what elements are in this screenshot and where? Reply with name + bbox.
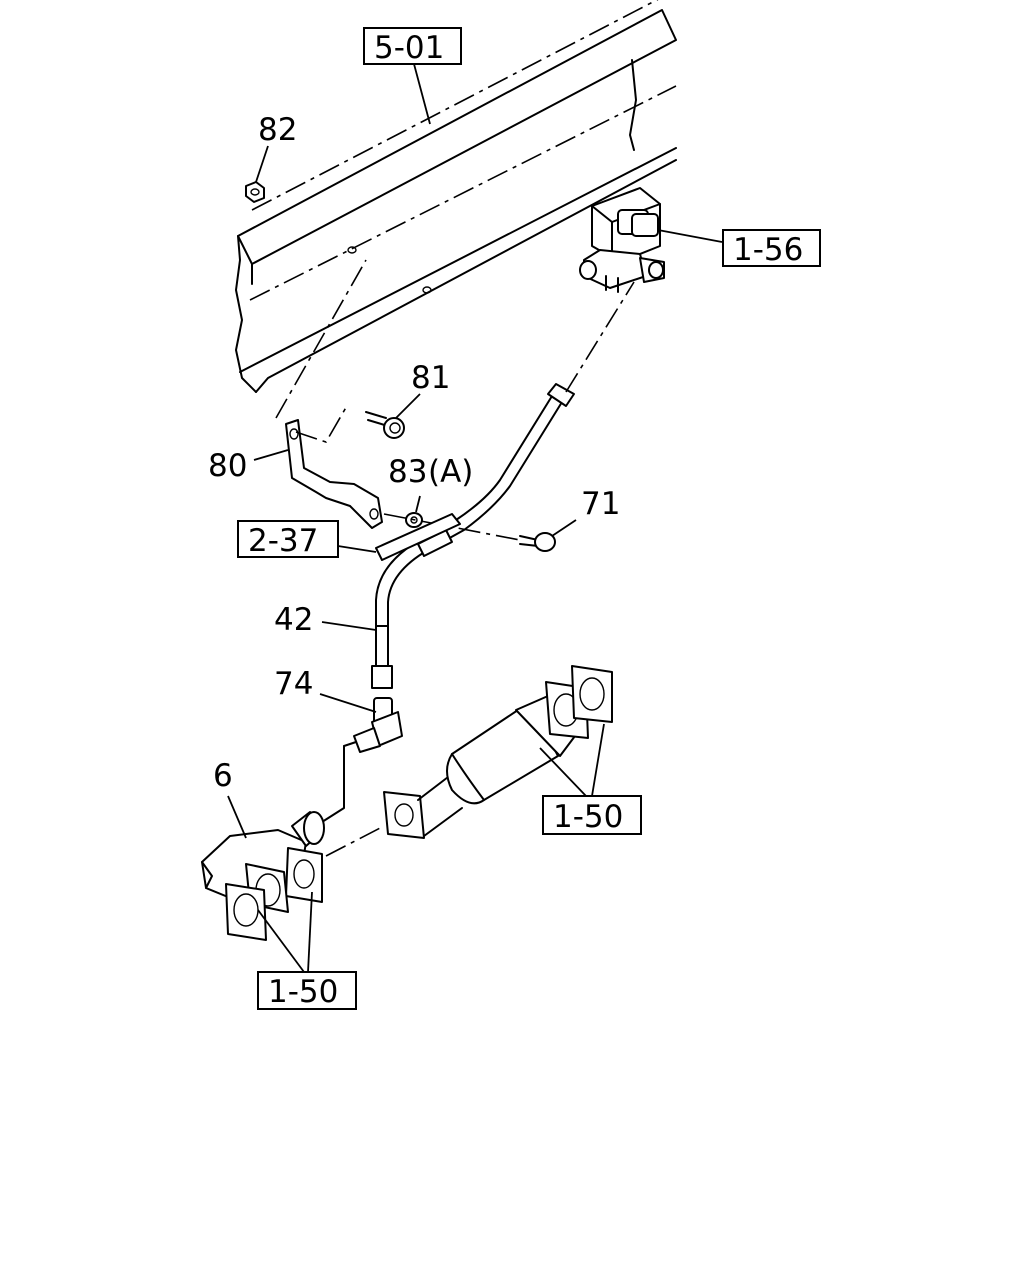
ref-box-1-50-right-label: 1-50: [553, 799, 623, 835]
ref-box-1-50-bottom: 1-50: [257, 971, 357, 1010]
frame-rail: [235, 0, 677, 393]
callout-81: 81: [411, 360, 450, 396]
callout-6: 6: [213, 758, 233, 794]
elbow-fitting-74: [321, 697, 403, 823]
leader-lines: [227, 63, 723, 973]
ref-box-2-37: 2-37: [237, 520, 339, 559]
callout-83: 83: [388, 454, 427, 490]
bracket-80: [275, 259, 383, 529]
ref-box-1-56-label: 1-56: [733, 232, 803, 268]
callout-82: 82: [258, 112, 297, 148]
bolt-81: [365, 411, 405, 439]
exhaust-pipe-right: [325, 665, 613, 857]
ref-box-1-50-right: 1-50: [542, 795, 642, 835]
callout-80: 80: [208, 448, 247, 484]
ref-box-1-56: 1-56: [722, 229, 821, 268]
callout-42: 42: [274, 602, 313, 638]
ref-box-1-50-bottom-label: 1-50: [268, 974, 338, 1010]
ref-box-2-37-label: 2-37: [248, 523, 318, 559]
ref-box-5-01: 5-01: [363, 27, 462, 66]
callout-83-suffix: (A): [428, 454, 473, 490]
nut-82: [245, 181, 265, 203]
exhaust-manifold-6: [201, 811, 325, 941]
valve-assembly: [579, 187, 665, 293]
callout-74: 74: [274, 666, 313, 702]
pipe-42: [371, 281, 635, 689]
ref-box-5-01-label: 5-01: [374, 30, 444, 66]
callout-71: 71: [581, 486, 620, 522]
